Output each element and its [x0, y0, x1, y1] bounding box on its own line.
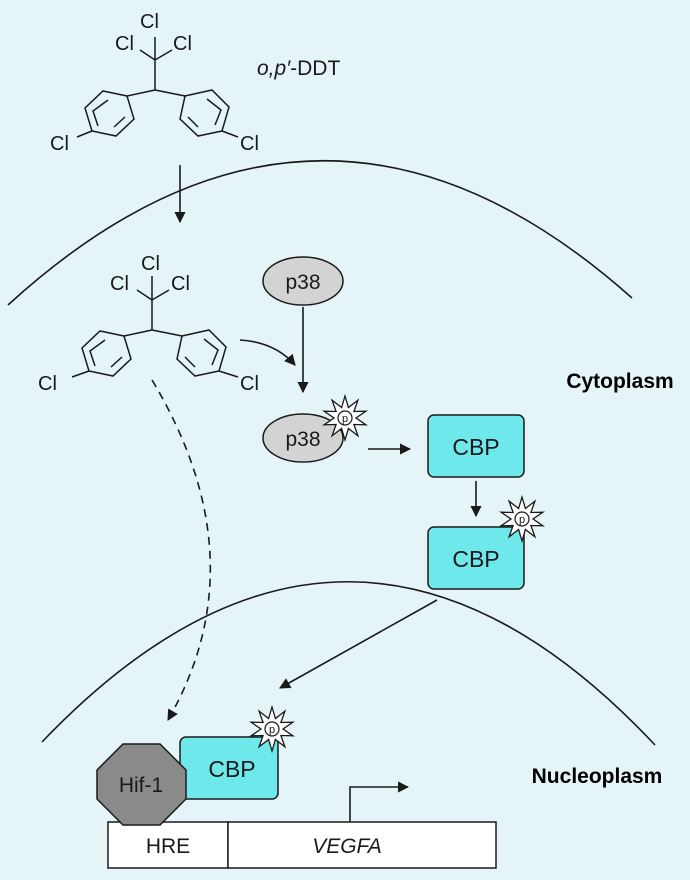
phospho-star-icon: p: [498, 494, 546, 544]
cl-atom: Cl: [38, 373, 57, 395]
cl-atom: Cl: [141, 253, 160, 275]
hif1-protein: [96, 743, 187, 826]
cl-atom: Cl: [50, 133, 69, 155]
cl-atom: Cl: [240, 133, 259, 155]
compound-name-prefix: o,p′: [257, 57, 291, 80]
phospho-label: p: [519, 514, 525, 526]
ddt-cl-labels-extracellular: Cl Cl Cl Cl Cl: [50, 11, 259, 155]
cbp-label: CBP: [452, 434, 499, 460]
ddt-cl-labels-intracellular: Cl Cl Cl Cl Cl: [38, 253, 259, 395]
phospho-circle: [514, 511, 530, 527]
cl-atom: Cl: [173, 33, 192, 55]
cbp-protein: [427, 414, 525, 478]
hre-label: HRE: [146, 835, 190, 858]
phospho-label: p: [269, 724, 275, 736]
phospho-label: p: [342, 413, 348, 425]
cell-membrane: [7, 159, 633, 306]
p38-phospho-protein: [262, 413, 344, 463]
compound-name: o,p′-DDT: [257, 57, 340, 80]
dna-vegfa-segment: [227, 821, 497, 869]
arrow-ddt-to-hif1-dashed: [151, 379, 212, 721]
cbp-phospho-protein: [427, 526, 525, 590]
phospho-circle: [337, 410, 353, 426]
cbp-phospho-label: CBP: [452, 546, 499, 572]
p38-protein: [262, 256, 344, 306]
p38-phospho-label: p38: [285, 428, 320, 451]
ddt-molecule-extracellular: [76, 37, 239, 138]
cbp-nuclear-label: CBP: [208, 756, 255, 782]
phospho-star-icon: p: [321, 393, 369, 443]
cytoplasm-label: Cytoplasm: [566, 370, 673, 393]
arrow-cbp-to-nucleus: [279, 599, 438, 689]
compound-name-suffix: -DDT: [290, 57, 340, 80]
cl-atom: Cl: [240, 373, 259, 395]
transcription-start-arrow: [349, 781, 410, 822]
cl-atom: Cl: [110, 273, 129, 295]
phospho-star-icon: p: [248, 704, 296, 754]
hif1-label: Hif-1: [119, 774, 163, 797]
cl-atom: Cl: [115, 33, 134, 55]
nuclear-membrane: [41, 581, 656, 746]
ddt-molecule-intracellular: [71, 276, 239, 378]
vegfa-label: VEGFA: [312, 835, 382, 858]
p38-label: p38: [285, 271, 320, 294]
cl-atom: Cl: [140, 11, 159, 33]
dna-hre-segment: [107, 821, 229, 869]
phospho-circle: [264, 721, 280, 737]
nucleoplasm-label: Nucleoplasm: [532, 765, 663, 788]
cl-atom: Cl: [171, 273, 190, 295]
arrow-ddt-to-p38: [239, 339, 296, 366]
